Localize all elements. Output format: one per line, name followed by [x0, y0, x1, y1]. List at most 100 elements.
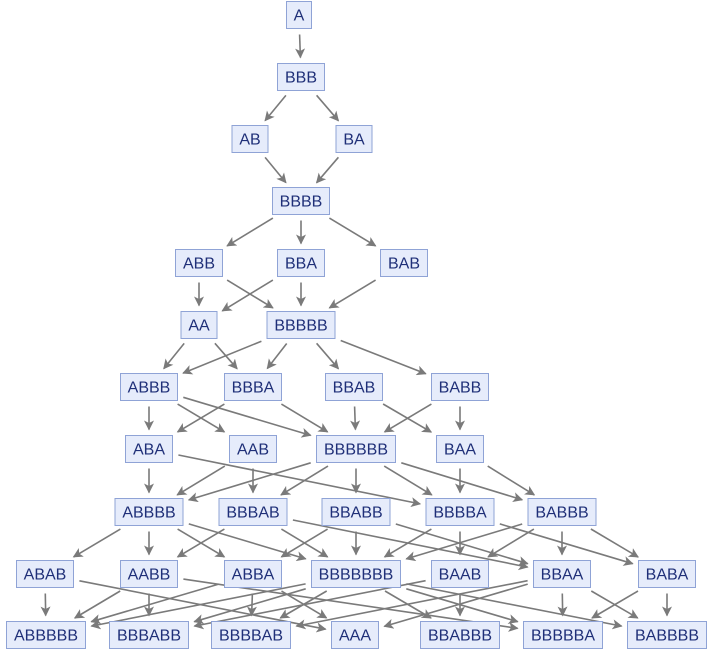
- node-label: ABAB: [24, 567, 67, 584]
- node-label: BBABB: [329, 505, 382, 522]
- node-box: [266, 311, 336, 339]
- node-box: [638, 560, 696, 588]
- graph-node: ABAB: [16, 560, 74, 588]
- graph-node: ABBA: [224, 560, 282, 588]
- node-box: [311, 560, 401, 588]
- graph-node: BBBAB: [218, 498, 288, 526]
- graph-node: BABB: [431, 373, 489, 401]
- graph-edge: [72, 528, 121, 558]
- graph-edge: [90, 583, 219, 624]
- node-box: [436, 435, 484, 463]
- node-label: BA: [343, 132, 365, 149]
- node-label: BBAA: [541, 567, 584, 584]
- graph-node: ABA: [125, 435, 173, 463]
- node-box: [211, 621, 291, 649]
- graph-edge: [383, 583, 528, 629]
- node-label: ABBBB: [122, 505, 175, 522]
- node-box: [523, 621, 603, 649]
- graph-node: ABBBBB: [6, 621, 86, 649]
- node-box: [175, 249, 223, 277]
- graph-edge: [591, 590, 639, 619]
- graph-edge: [383, 465, 433, 496]
- node-box: [114, 498, 184, 526]
- node-label: BBB: [285, 70, 317, 87]
- graph-edge: [221, 279, 274, 312]
- graph-edge: [340, 339, 427, 376]
- node-box: [109, 621, 189, 649]
- graph-edge: [487, 528, 535, 558]
- node-box: [125, 435, 173, 463]
- graph-edge: [292, 519, 529, 571]
- node-label: ABB: [183, 256, 215, 273]
- graph-edge: [266, 343, 288, 370]
- node-box: [272, 187, 330, 215]
- node-label: AB: [239, 132, 260, 149]
- graph-edge: [193, 588, 306, 624]
- node-label: BBBABB: [117, 628, 181, 645]
- node-box: [120, 373, 178, 401]
- graph-node: BAA: [436, 435, 484, 463]
- graph-edge: [405, 523, 523, 562]
- node-box: [335, 125, 373, 153]
- graph-node: BABBB: [527, 498, 597, 526]
- node-box: [224, 560, 282, 588]
- graph-edge: [315, 94, 340, 122]
- graph-edge: [176, 465, 226, 496]
- node-label: ABA: [133, 442, 165, 459]
- node-label: AAA: [339, 628, 371, 645]
- graph-node: BBA: [277, 249, 325, 277]
- graph-node: BABBBB: [627, 621, 707, 649]
- node-label: BABBB: [535, 505, 588, 522]
- graph-edge: [178, 454, 422, 508]
- graph-node: BBBBBB: [316, 435, 396, 463]
- graph-edge: [383, 403, 432, 433]
- node-box: [277, 249, 325, 277]
- graph-edge: [395, 523, 529, 566]
- graph-node: BAAB: [431, 560, 489, 588]
- graph-edge: [350, 406, 361, 431]
- graph-node: BBBA: [224, 373, 282, 401]
- graph-edge: [264, 156, 287, 184]
- node-label: BBBAB: [226, 505, 279, 522]
- node-box: [120, 560, 178, 588]
- node-label: BBAB: [333, 380, 376, 397]
- graph-edge: [406, 588, 519, 624]
- graph-edge: [280, 465, 329, 496]
- node-box: [627, 621, 707, 649]
- node-label: BBBBAB: [219, 628, 283, 645]
- node-box: [231, 125, 269, 153]
- graph-edge: [187, 462, 311, 503]
- graph-node: BABA: [638, 560, 696, 588]
- node-box: [325, 373, 383, 401]
- graph-node: AB: [231, 125, 269, 153]
- node-box: [16, 560, 74, 588]
- graph-node: ABB: [175, 249, 223, 277]
- graph-node: AA: [180, 311, 218, 339]
- graph-edge: [315, 342, 340, 370]
- graph-node: BBABBB: [420, 621, 500, 649]
- node-box: [180, 311, 218, 339]
- graph-node: BBBBAB: [211, 621, 291, 649]
- node-box: [286, 1, 312, 29]
- graph-edge: [73, 590, 121, 619]
- node-box: [425, 498, 495, 526]
- graph-edge: [328, 217, 377, 247]
- graph-edge: [280, 528, 329, 558]
- graph-edge: [406, 583, 623, 630]
- node-box: [420, 621, 500, 649]
- graph-edge: [280, 403, 329, 433]
- graph-node: ABBB: [120, 373, 178, 401]
- graph-node: BBAB: [325, 373, 383, 401]
- node-label: BBBA: [232, 380, 275, 397]
- graph-node: AAB: [229, 435, 277, 463]
- graph-edge: [295, 34, 306, 59]
- node-box: [431, 560, 489, 588]
- node-label: BABA: [646, 567, 689, 584]
- node-label: BBA: [285, 256, 317, 273]
- node-label: AA: [188, 318, 210, 335]
- graph-edge: [193, 579, 426, 630]
- node-label: BBABBB: [428, 628, 492, 645]
- graph-edge: [487, 465, 536, 496]
- node-box: [277, 63, 325, 91]
